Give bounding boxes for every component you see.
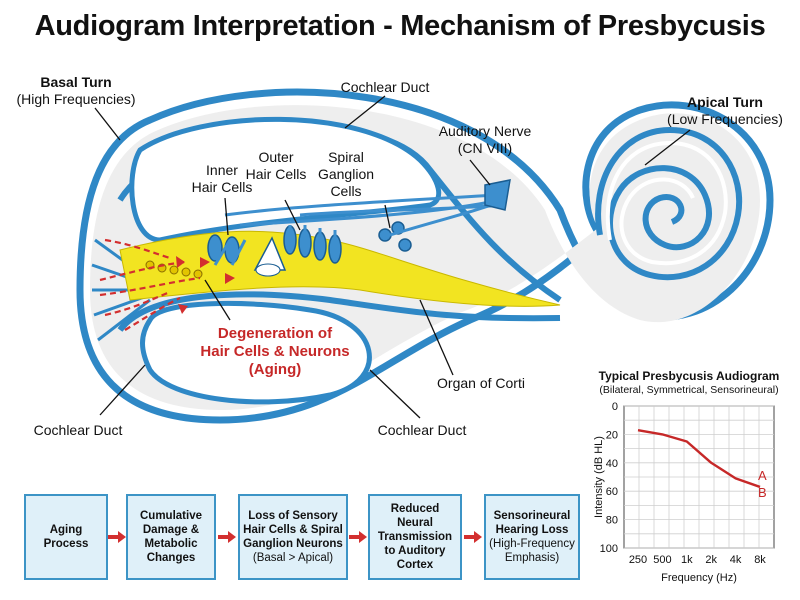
chart-subtitle: (Bilateral, Symmetrical, Sensorineural) [599, 384, 778, 396]
auditory-nerve-trunk [484, 179, 511, 211]
inner-hair-cells-label-2: Hair Cells [192, 179, 253, 195]
x-tick-label: 500 [653, 554, 671, 566]
y-tick-label: 0 [612, 401, 618, 413]
spiral-ganglion-label-2: Ganglion [318, 166, 374, 182]
degeneration-label-1: Degeneration of [218, 325, 333, 342]
spiral-ganglion-label-3: Cells [330, 183, 361, 199]
apical-spiral [595, 126, 743, 281]
basal-inner-cavity [140, 300, 372, 405]
annotation-a: A [758, 468, 767, 483]
x-tick-label: 250 [629, 554, 647, 566]
flow-step-title: Loss of Sensory Hair Cells & Spiral Gang… [243, 510, 343, 550]
flow-step-title: Cumulative Damage & Metabolic Changes [140, 510, 202, 564]
organ-of-corti-label: Organ of Corti [437, 375, 525, 391]
y-tick-label: 60 [606, 486, 618, 498]
inner-hair-cells-label-1: Inner [206, 162, 238, 178]
upper-chamber [129, 116, 442, 243]
apical-spiral-inner [605, 140, 728, 266]
flow-step-sub: (High-Frequency Emphasis) [489, 538, 575, 564]
flow-step-loss: Loss of Sensory Hair Cells & Spiral Gang… [238, 494, 348, 580]
flow-step-title: Aging Process [43, 524, 89, 550]
degeneration-arrowheads [176, 256, 235, 314]
flow-step-aging: Aging Process [24, 494, 108, 580]
leader-lines [94, 95, 691, 419]
flow-step-hearing-loss: Sensorineural Hearing Loss (High-Frequen… [484, 494, 580, 580]
grid [624, 405, 774, 549]
outer-hair-cells-label-2: Hair Cells [246, 166, 307, 182]
apical-turn-sub: (Low Frequencies) [667, 111, 783, 127]
chart-title: Typical Presbycusis Audiogram [599, 369, 780, 383]
flow-step-title: Sensorineural Hearing Loss [493, 510, 571, 536]
degeneration-label-3: (Aging) [249, 361, 301, 378]
auditory-nerve-sub: (CN VIII) [458, 140, 512, 156]
cochlear-duct-lower [117, 291, 561, 332]
x-axis-label: Frequency (Hz) [661, 572, 737, 584]
apical-turn-label: Apical Turn [687, 94, 763, 110]
x-tick-label: 2k [705, 554, 717, 566]
auditory-nerve-label: Auditory Nerve [439, 123, 532, 139]
flow-arrow [218, 531, 236, 543]
x-tick-label: 8k [754, 554, 766, 566]
y-axis-label: Intensity (dB HL) [593, 436, 605, 518]
x-tick-label: 4k [730, 554, 742, 566]
outer-hair-cells-label-1: Outer [258, 149, 293, 165]
basal-turn-sub: (High Frequencies) [16, 91, 135, 107]
corti-space [255, 263, 281, 277]
basal-turn-label: Basal Turn [40, 74, 111, 90]
x-ticks: 250 500 1k 2k 4k 8k [629, 554, 766, 566]
audiogram-chart: Typical Presbycusis Audiogram (Bilateral… [593, 369, 780, 584]
y-tick-label: 20 [606, 429, 618, 441]
degeneration-arrows [99, 238, 201, 331]
degenerating-cells [145, 260, 203, 279]
flow-step-sub: (Basal > Apical) [252, 552, 334, 564]
annotation-b: B [758, 485, 767, 500]
y-tick-label: 40 [606, 458, 618, 470]
page-title: Audiogram Interpretation - Mechanism of … [34, 10, 766, 42]
x-tick-label: 1k [681, 554, 693, 566]
y-ticks: 0 20 40 60 80 100 [600, 401, 618, 555]
degeneration-label-2: Hair Cells & Neurons [200, 343, 349, 360]
cochlear-duct-top-label: Cochlear Duct [341, 79, 430, 95]
series-line [637, 428, 761, 489]
series [637, 428, 761, 489]
spiral-ganglion-label-1: Spiral [328, 149, 364, 165]
flow-step-title: Reduced Neural Transmission to Auditory … [377, 503, 453, 571]
cochlear-duct-left-label: Cochlear Duct [34, 422, 123, 438]
flow-step-transmission: Reduced Neural Transmission to Auditory … [368, 494, 462, 580]
flow-arrow [108, 531, 126, 543]
cochlear-duct-bottom-label: Cochlear Duct [378, 422, 467, 438]
flow-arrow [464, 531, 482, 543]
y-tick-label: 80 [606, 515, 618, 527]
flow-arrow [349, 531, 367, 543]
y-tick-label: 100 [600, 543, 618, 555]
flow-step-damage: Cumulative Damage & Metabolic Changes [126, 494, 216, 580]
